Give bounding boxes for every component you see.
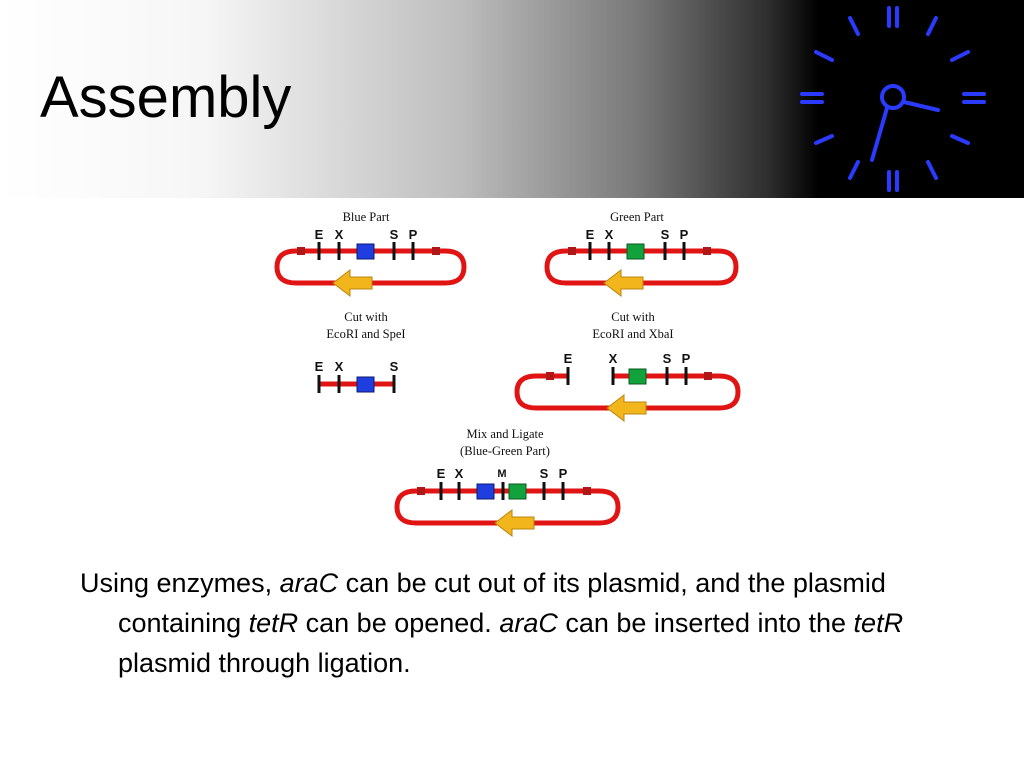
arrow-icon [603, 268, 644, 298]
body-text-3: can be opened. [298, 608, 500, 638]
body-paragraph: Using enzymes, araC can be cut out of it… [80, 563, 998, 683]
cut-right-line2: EcoRI and XbaI [592, 327, 673, 341]
arrow-icon [494, 508, 535, 538]
body-text-2: can be cut out of its plasmid, and the p… [118, 568, 886, 638]
cut-right-line1: Cut with [611, 310, 655, 324]
assembly-diagram: Blue Part E X S P Green Part E X S P Cut… [274, 210, 741, 538]
site-s: S [390, 227, 399, 242]
body-text-4: can be inserted into the [557, 608, 854, 638]
site-x: X [335, 227, 344, 242]
body-text-1: Using enzymes, [80, 568, 280, 598]
svg-text:E: E [564, 351, 573, 366]
svg-text:P: P [680, 227, 689, 242]
blue-green-plasmid: E X M S P [394, 466, 621, 538]
svg-text:E: E [437, 466, 446, 481]
svg-text:S: S [540, 466, 549, 481]
site-p: P [409, 227, 418, 242]
svg-text:X: X [609, 351, 618, 366]
green-part-plasmid: Green Part E X S P [544, 210, 739, 298]
svg-text:S: S [661, 227, 670, 242]
svg-text:S: S [390, 359, 399, 374]
mix-line2: (Blue-Green Part) [460, 444, 550, 458]
site-m: M [497, 468, 506, 480]
green-part-label: Green Part [610, 210, 664, 224]
svg-text:X: X [455, 466, 464, 481]
gene-tetr: tetR [248, 608, 299, 638]
svg-text:E: E [586, 227, 595, 242]
blue-insert-fragment: E X S [315, 359, 399, 393]
svg-text:X: X [335, 359, 344, 374]
arrow-icon [606, 393, 647, 423]
svg-text:E: E [315, 359, 324, 374]
arrow-icon [332, 268, 373, 298]
gene-arac: araC [279, 568, 339, 598]
opened-green-plasmid: E X S P [514, 351, 741, 423]
svg-text:P: P [559, 466, 568, 481]
cut-left-line1: Cut with [344, 310, 388, 324]
slide-title: Assembly [40, 65, 292, 130]
clock-graphic [800, 6, 986, 192]
mix-line1: Mix and Ligate [466, 427, 544, 441]
blue-part-plasmid: Blue Part E X S P [274, 210, 467, 298]
site-e: E [315, 227, 324, 242]
blue-part-label: Blue Part [343, 210, 390, 224]
svg-text:P: P [682, 351, 691, 366]
header-banner [0, 0, 1024, 198]
cut-left-line2: EcoRI and SpeI [326, 327, 405, 341]
svg-text:X: X [605, 227, 614, 242]
gene-arac: araC [499, 608, 558, 638]
gene-tetr: tetR [853, 608, 904, 638]
svg-text:S: S [663, 351, 672, 366]
body-text-5: plasmid through ligation. [118, 648, 411, 678]
